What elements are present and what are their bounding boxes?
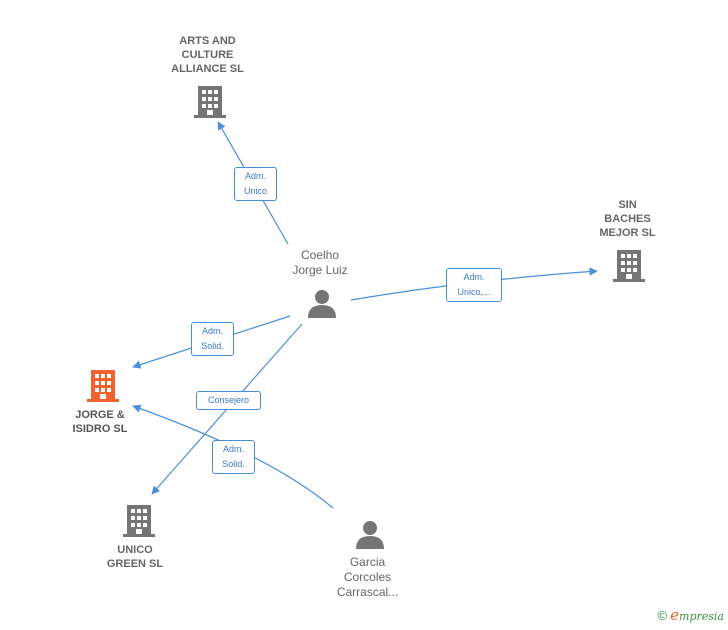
node-label-jorge-isidro[interactable]: JORGE & ISIDRO SL: [72, 409, 128, 435]
building-icon-focus[interactable]: [87, 368, 119, 402]
node-label-arts-and-culture-alliance[interactable]: ARTS AND CULTURE ALLIANCE SL: [171, 35, 244, 75]
node-label-coelho-jorge-luiz[interactable]: Coelho Jorge Luiz: [292, 248, 348, 277]
node-label-garcia-corcoles-carrascal[interactable]: Garcia Corcoles Carrascal...: [336, 555, 399, 599]
building-icon[interactable]: [194, 84, 226, 118]
node-label-sin-baches-mejor[interactable]: SIN BACHES MEJOR SL: [599, 199, 656, 239]
copyright-symbol: ©: [657, 607, 668, 623]
brand-logo-initial: e: [670, 606, 680, 624]
relation-label-adm-unico: Adm. Unico: [234, 167, 277, 201]
brand-logo: empresia: [670, 606, 724, 624]
building-icon[interactable]: [613, 248, 645, 282]
empresia-watermark: © empresia: [658, 606, 724, 624]
person-icon[interactable]: [307, 288, 337, 318]
relation-label-adm-unico-multiple: Adm. Unico,...: [446, 268, 502, 302]
node-label-unico-green[interactable]: UNICO GREEN SL: [106, 544, 164, 570]
brand-logo-rest: mpresia: [679, 610, 724, 623]
relation-label-adm-solid: Adm. Solid.: [191, 322, 234, 356]
person-icon[interactable]: [355, 519, 385, 549]
relation-label-adm-solid-garcia: Adm. Solid.: [212, 440, 255, 474]
building-icon[interactable]: [123, 503, 155, 537]
relation-label-consejero: Consejero: [196, 391, 261, 410]
